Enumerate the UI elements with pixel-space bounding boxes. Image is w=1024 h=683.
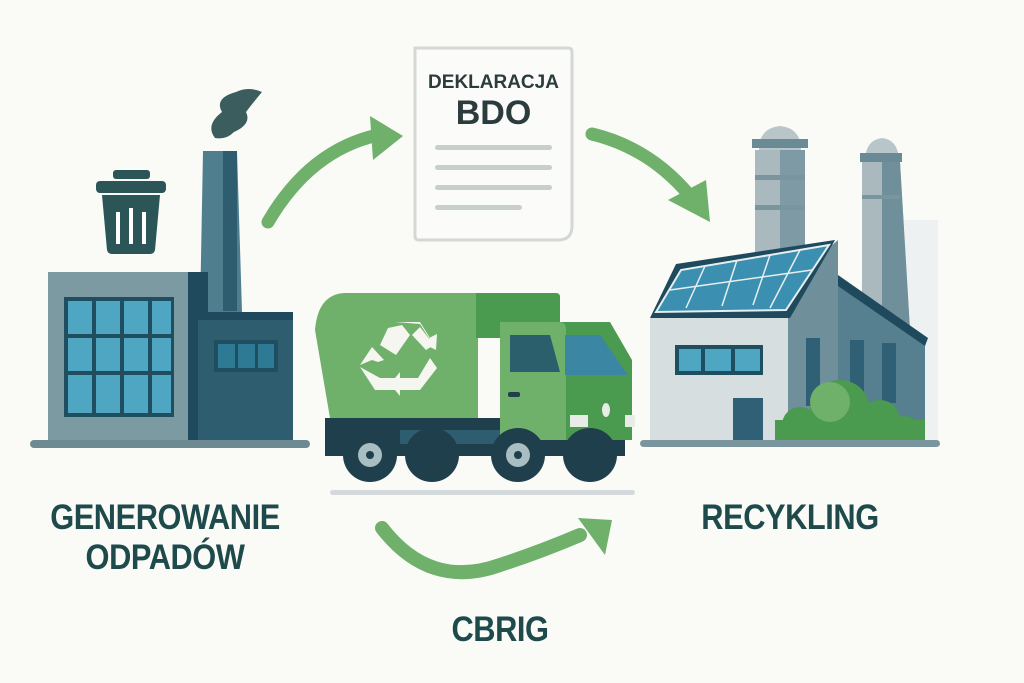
source-label-line1: GENEROWANIE xyxy=(50,498,280,537)
arrow-transport-to-recycling xyxy=(375,518,612,580)
source-label-line2: ODPADÓW xyxy=(85,538,245,577)
recycling-truck-icon xyxy=(315,293,635,495)
destination-stage-label: RECYKLING xyxy=(701,498,879,537)
recycle-symbol-icon xyxy=(360,322,437,396)
recycling-plant-icon xyxy=(640,126,940,447)
factory-icon xyxy=(30,89,310,448)
bdo-declaration-document-icon xyxy=(413,46,574,242)
transport-stage-label: CBRIG xyxy=(451,610,549,649)
arrow-source-to-document xyxy=(261,116,403,229)
source-stage-label: GENEROWANIE ODPADÓW xyxy=(29,498,302,578)
document-title-line2: BDO xyxy=(455,94,532,132)
arrow-document-to-recycling xyxy=(585,127,710,222)
trash-bin-icon xyxy=(96,170,166,254)
document-title-line1: DEKLARACJA xyxy=(428,72,559,93)
